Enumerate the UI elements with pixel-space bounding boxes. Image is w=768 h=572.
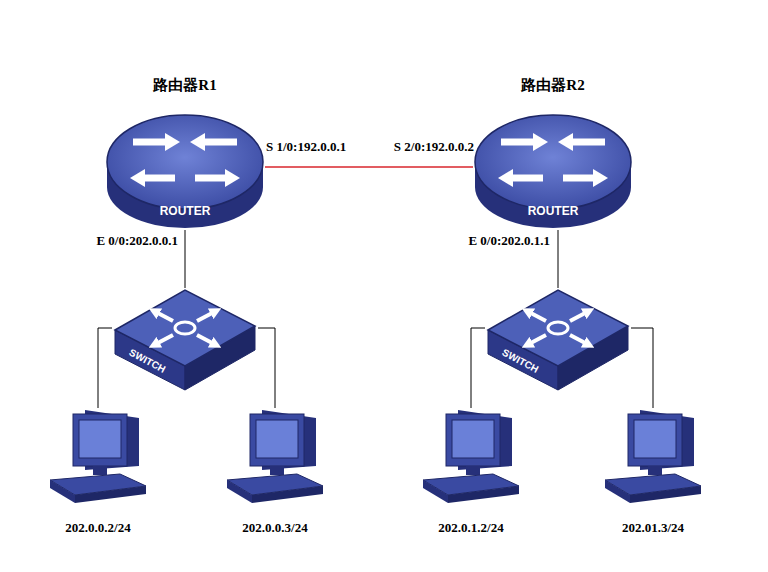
router-node: 路由器R2ROUTER xyxy=(473,112,633,230)
serial-link xyxy=(265,166,473,168)
router-name: 路由器R2 xyxy=(521,76,584,95)
interface-address: E 0/0:202.0.0.1 xyxy=(96,233,178,249)
pc-node: 202.0.1.2/24 xyxy=(418,408,524,505)
router-name: 路由器R1 xyxy=(153,76,216,95)
pc-icon xyxy=(600,408,706,505)
ethernet-link xyxy=(631,328,653,408)
interface-address: S 1/0:192.0.0.1 xyxy=(266,139,346,155)
pc-node: 202.01.3/24 xyxy=(600,408,706,505)
switch-icon xyxy=(112,288,258,392)
ethernet-link xyxy=(558,230,559,288)
ip-address: 202.01.3/24 xyxy=(622,520,684,536)
interface-address: E 0/0:202.0.1.1 xyxy=(468,233,550,249)
ip-address: 202.0.0.3/24 xyxy=(242,520,307,536)
pc-icon xyxy=(418,408,524,505)
ethernet-link xyxy=(185,230,186,288)
ip-address: 202.0.1.2/24 xyxy=(438,520,503,536)
switch-node: SWITCH xyxy=(485,288,631,392)
pc-icon xyxy=(222,408,328,505)
router-caption: ROUTER xyxy=(528,204,579,218)
ethernet-link xyxy=(98,328,112,408)
switch-node: SWITCH xyxy=(112,288,258,392)
router-caption: ROUTER xyxy=(160,204,211,218)
pc-node: 202.0.0.3/24 xyxy=(222,408,328,505)
router-node: 路由器R1ROUTER xyxy=(105,112,265,230)
pc-node: 202.0.0.2/24 xyxy=(45,408,151,505)
ethernet-link xyxy=(471,328,485,408)
interface-address: S 2/0:192.0.0.2 xyxy=(394,139,474,155)
ip-address: 202.0.0.2/24 xyxy=(65,520,130,536)
ethernet-link xyxy=(258,328,275,408)
switch-icon xyxy=(485,288,631,392)
pc-icon xyxy=(45,408,151,505)
